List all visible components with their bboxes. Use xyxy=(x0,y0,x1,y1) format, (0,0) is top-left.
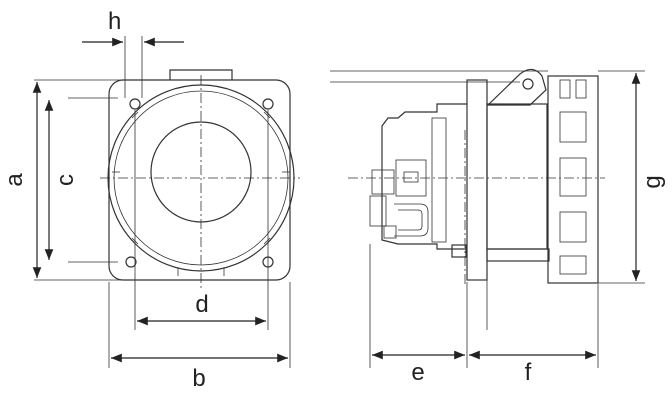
front-flange xyxy=(108,79,291,281)
label-c: c xyxy=(52,174,79,186)
label-f: f xyxy=(525,359,532,386)
terminal-block xyxy=(369,159,429,239)
front-view xyxy=(100,69,300,290)
label-g: g xyxy=(639,175,666,188)
rear-collar xyxy=(431,117,447,243)
side-extension-lines xyxy=(369,244,599,368)
front-extension-lines xyxy=(34,36,291,368)
rear-body xyxy=(381,103,467,250)
hinge-pin xyxy=(522,78,534,90)
front-top-tab xyxy=(169,69,233,80)
hinge-bracket xyxy=(486,68,547,106)
label-b: b xyxy=(192,365,205,392)
label-e: e xyxy=(411,359,424,386)
label-d: d xyxy=(195,291,208,318)
rear-bracket xyxy=(451,244,467,258)
label-h: h xyxy=(108,8,121,35)
side-flange xyxy=(466,79,488,281)
side-mounting-plate xyxy=(486,103,548,250)
cover-ribs xyxy=(559,79,587,275)
label-a: a xyxy=(1,173,28,187)
screw-holes xyxy=(125,98,274,268)
side-cover xyxy=(547,75,599,284)
mounting-bolt xyxy=(486,248,550,262)
side-view xyxy=(330,68,645,285)
